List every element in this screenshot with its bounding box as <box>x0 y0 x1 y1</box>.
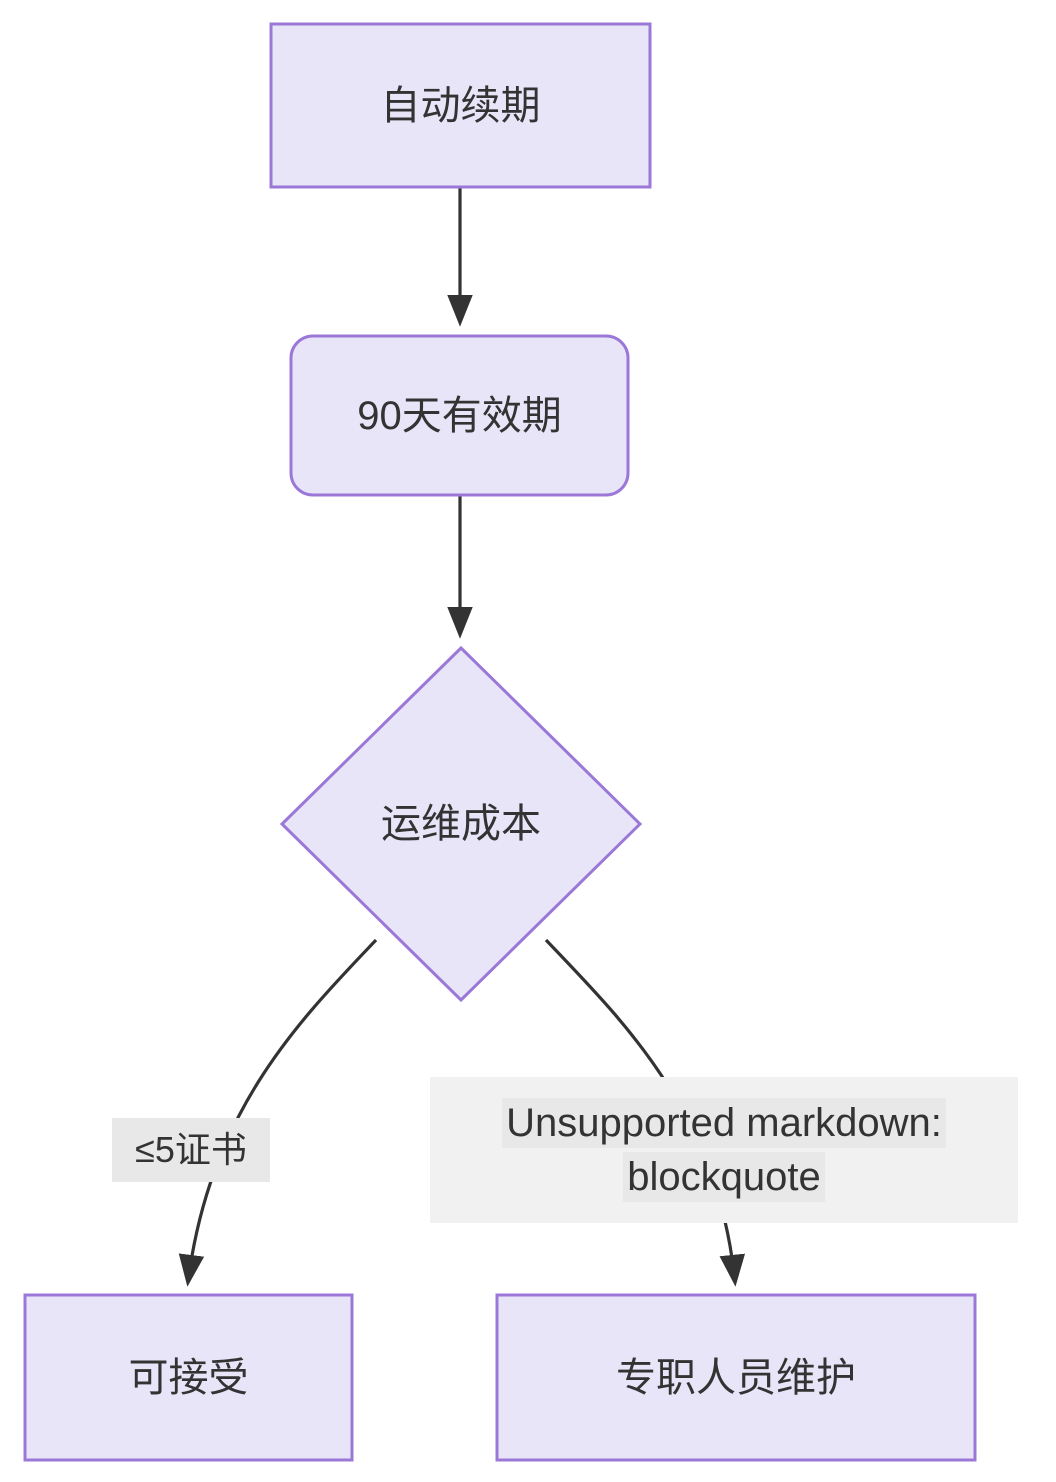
edge-label-dedicated-staff-line1: Unsupported markdown: <box>502 1098 946 1148</box>
edge-label-dedicated-staff: Unsupported markdown: blockquote <box>430 1077 1018 1223</box>
node-acceptable[interactable] <box>23 1293 354 1462</box>
node-dedicated-staff[interactable] <box>495 1293 977 1462</box>
edge-label-acceptable: ≤5证书 <box>112 1118 270 1182</box>
node-validity-90-days[interactable] <box>289 334 630 497</box>
node-auto-renew[interactable] <box>269 22 652 189</box>
node-ops-cost[interactable] <box>279 645 643 1003</box>
edge-ops-cost-to-acceptable <box>178 938 378 1287</box>
edge-label-dedicated-staff-line2: blockquote <box>623 1152 825 1202</box>
